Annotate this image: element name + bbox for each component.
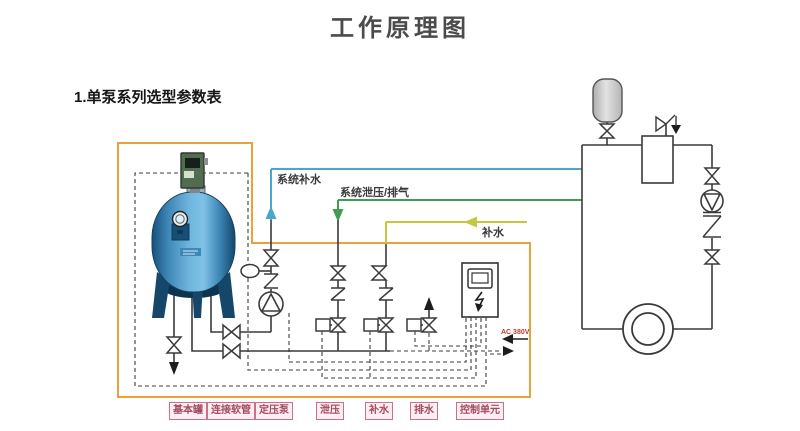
lightning-icon (474, 291, 485, 308)
solenoid-valve-icon (315, 317, 438, 333)
boiler-box (641, 135, 674, 184)
pressure-tank (151, 185, 236, 318)
page-title: 工作原理图 (330, 15, 470, 42)
control-unit (461, 262, 499, 318)
legend-basic-tank: 基本罐 (169, 402, 207, 420)
makeup-water-label: 补水 (481, 225, 505, 239)
legend-control-unit: 控制单元 (456, 402, 504, 420)
safety-valve-icon (655, 114, 677, 133)
lightning-icon (475, 303, 483, 312)
legend-hose: 连接软管 (207, 402, 255, 420)
system-relief-label: 系统泄压/排气 (340, 185, 409, 199)
flow-arrow-icon (332, 209, 344, 222)
tank-controller (180, 152, 208, 193)
gate-valve-icon (165, 123, 721, 354)
flow-arrow-icon (265, 206, 277, 219)
check-valve-icon (263, 215, 722, 301)
makeup-water-line (385, 221, 527, 244)
expansion-vessel (592, 78, 623, 123)
system-relief-line (337, 199, 582, 210)
flow-arrow-icon (464, 216, 477, 228)
orange-boundary (117, 142, 531, 398)
legend-makeup: 补水 (365, 402, 393, 420)
tank-label (180, 248, 201, 256)
system-makeup-label: 系统补水 (277, 172, 322, 186)
legend-pump: 定压泵 (255, 402, 293, 420)
flex-connector-icon (240, 263, 260, 279)
power-supply-label: AC 380V (501, 329, 530, 336)
subtitle: 1.单泵系列选型参数表 (74, 89, 222, 106)
legend-relief: 泄压 (316, 402, 344, 420)
circulation-pump (622, 303, 674, 355)
pressure-gauge (171, 210, 190, 241)
pump-icon (258, 189, 724, 317)
legend-drain: 排水 (410, 402, 438, 420)
flow-arrow-icon (169, 125, 681, 375)
gate-valve-icon (222, 323, 241, 360)
